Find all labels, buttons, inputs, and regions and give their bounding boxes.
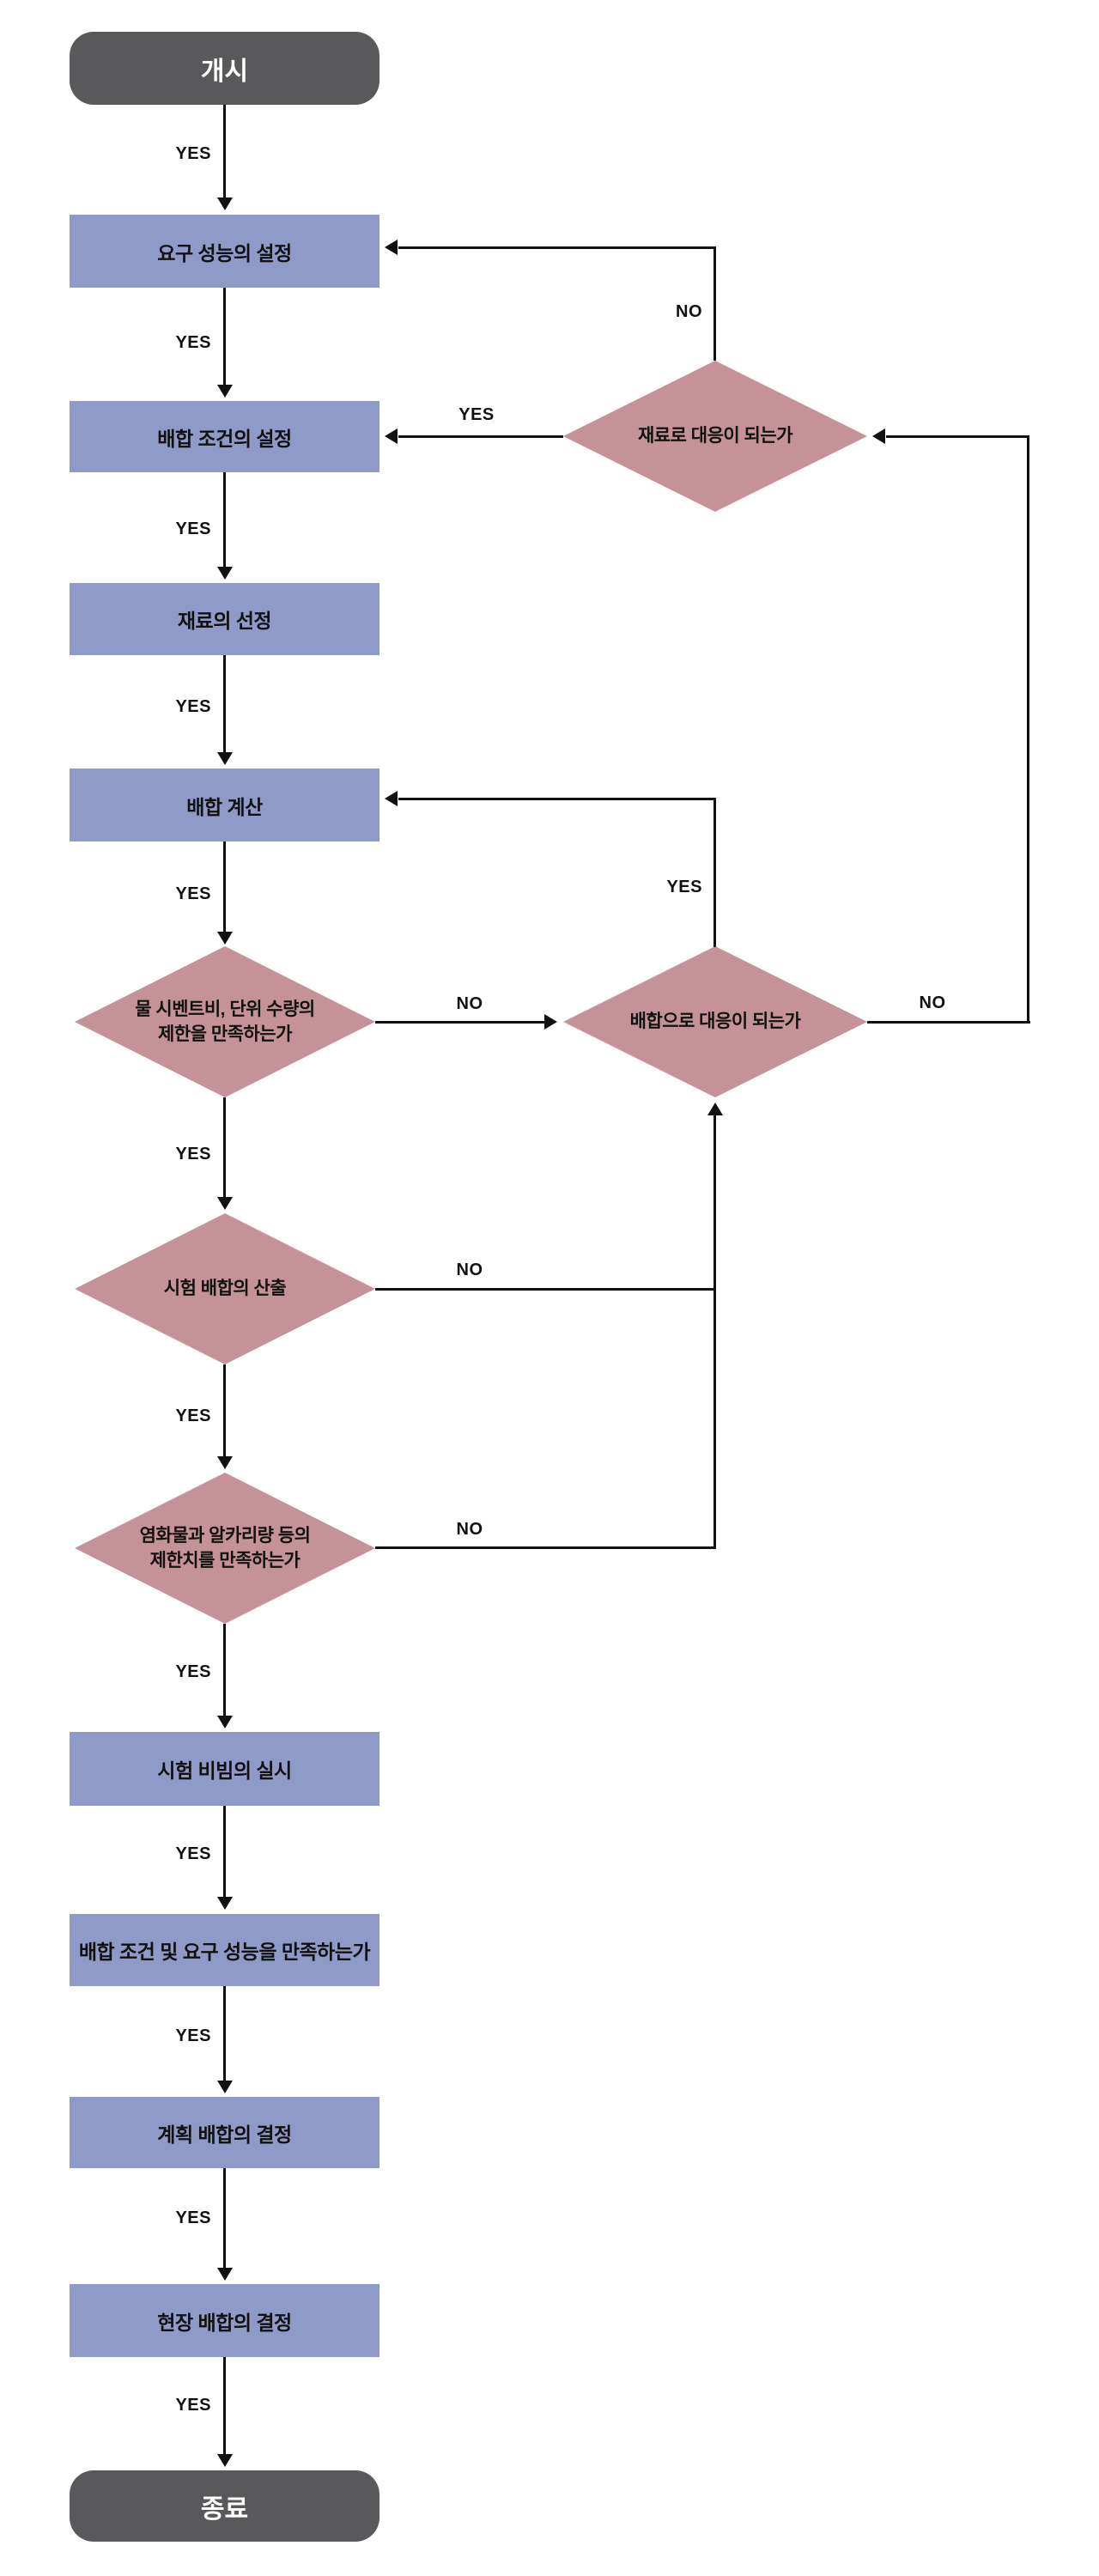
arrow-shaft xyxy=(223,1624,226,1716)
arrow-head xyxy=(385,240,398,255)
arrow-head xyxy=(385,428,398,444)
node-trial-mix-computation-label: 시험 배합의 산출 xyxy=(163,1279,287,1299)
arrow-head xyxy=(544,1014,557,1030)
arrow-head xyxy=(872,428,885,444)
node-trial-mixing-label: 시험 비빔의 실시 xyxy=(157,1759,292,1782)
edge-label-mix-respond-no: NO xyxy=(919,993,946,1012)
node-set-required-performance-label: 요구 성능의 설정 xyxy=(157,241,292,264)
edge-label-trial-mixing-to-satisfy-check: YES xyxy=(175,1844,211,1863)
edge-label-calculation-to-wc-check: YES xyxy=(175,884,211,903)
edge-label-start-to-required: YES xyxy=(175,144,211,163)
node-trial-mix-computation: 시험 배합의 산출 xyxy=(75,1213,375,1364)
arrow-head xyxy=(217,752,233,765)
node-mix-condition-performance-check-label: 배합 조건 및 요구 성능을 만족하는가 xyxy=(78,1941,371,1963)
arrow-shaft xyxy=(398,435,563,438)
arrow-shaft xyxy=(223,1097,226,1197)
arrow-shaft xyxy=(223,472,226,567)
node-planned-mix-decision-label: 계획 배합의 결정 xyxy=(157,2123,292,2146)
arrow-shaft xyxy=(375,1546,716,1549)
node-trial-mixing: 시험 비빔의 실시 xyxy=(70,1732,379,1806)
arrow-head xyxy=(217,932,233,945)
arrow-shaft xyxy=(375,1288,716,1291)
arrow-head xyxy=(217,2454,233,2467)
arrow-head xyxy=(217,2081,233,2093)
node-mix-respond-check-label: 배합으로 대응이 되는가 xyxy=(629,1012,801,1032)
edge-label-wc-check-to-trial-mix: YES xyxy=(175,1145,211,1163)
edge-label-chloride-check-to-trial-mixing: YES xyxy=(175,1662,211,1681)
arrow-shaft xyxy=(223,2357,226,2454)
arrow-shaft xyxy=(886,435,1029,438)
arrow-head xyxy=(217,197,233,210)
edge-label-trial-mix-no: NO xyxy=(456,1261,483,1279)
node-mix-respond-check: 배합으로 대응이 되는가 xyxy=(563,946,867,1097)
node-materials-respond-check: 재료로 대응이 되는가 xyxy=(563,361,867,512)
arrow-shaft xyxy=(1027,435,1029,1023)
edge-label-materials-to-calculation: YES xyxy=(175,697,211,716)
edge-label-wc-check-no: NO xyxy=(456,994,483,1013)
edge-label-materials-respond-no: NO xyxy=(676,302,702,321)
arrow-head xyxy=(217,1456,233,1469)
arrow-head xyxy=(217,2268,233,2281)
arrow-head xyxy=(217,1897,233,1910)
edge-label-trial-mix-to-chloride-check: YES xyxy=(175,1406,211,1425)
node-wc-ratio-limit-check-line1: 물 시벤트비, 단위 수량의 xyxy=(135,999,315,1019)
arrow-shaft xyxy=(223,655,226,752)
arrow-shaft xyxy=(223,841,226,932)
node-field-mix-decision-label: 현장 배합의 결정 xyxy=(157,2311,292,2334)
arrow-shaft xyxy=(867,1021,1030,1024)
arrow-head xyxy=(217,385,233,398)
node-start: 개시 xyxy=(70,32,379,105)
arrow-shaft xyxy=(223,288,226,385)
node-chloride-alkali-limit-check-line2: 제한치를 만족하는가 xyxy=(149,1551,301,1571)
node-chloride-alkali-limit-check: 염화물과 알카리량 등의 제한치를 만족하는가 xyxy=(75,1473,375,1624)
arrow-shaft xyxy=(223,1986,226,2081)
edge-label-mix-respond-yes: YES xyxy=(666,878,702,896)
node-end-label: 종료 xyxy=(200,2494,249,2524)
arrow-shaft xyxy=(223,2168,226,2268)
edge-label-conditions-to-materials: YES xyxy=(175,519,211,538)
node-mix-calculation-label: 배합 계산 xyxy=(186,795,263,818)
arrow-head xyxy=(217,567,233,580)
node-mix-condition-performance-check: 배합 조건 및 요구 성능을 만족하는가 xyxy=(70,1914,379,1986)
arrow-shaft xyxy=(713,798,716,947)
edge-label-materials-respond-yes: YES xyxy=(458,405,495,424)
node-set-required-performance: 요구 성능의 설정 xyxy=(70,215,379,288)
arrow-shaft xyxy=(375,1021,544,1024)
arrow-head xyxy=(385,791,398,806)
arrow-shaft xyxy=(223,1806,226,1897)
node-wc-ratio-limit-check: 물 시벤트비, 단위 수량의 제한을 만족하는가 xyxy=(75,946,375,1097)
arrow-head xyxy=(217,1197,233,1210)
arrow-shaft xyxy=(713,1115,716,1548)
node-planned-mix-decision: 계획 배합의 결정 xyxy=(70,2097,379,2168)
node-materials-respond-check-label: 재료로 대응이 되는가 xyxy=(637,426,793,447)
arrow-shaft xyxy=(713,247,716,361)
node-select-materials: 재료의 선정 xyxy=(70,583,379,655)
node-mix-calculation: 배합 계산 xyxy=(70,769,379,841)
arrow-shaft xyxy=(398,798,716,800)
node-field-mix-decision: 현장 배합의 결정 xyxy=(70,2284,379,2357)
node-set-mix-conditions-label: 배합 조건의 설정 xyxy=(157,427,292,450)
arrow-head xyxy=(707,1103,723,1115)
arrow-head xyxy=(217,1716,233,1728)
edge-label-satisfy-check-to-planned-mix: YES xyxy=(175,2026,211,2045)
node-wc-ratio-limit-check-line2: 제한을 만족하는가 xyxy=(158,1024,292,1044)
edge-label-chloride-check-no: NO xyxy=(456,1520,483,1539)
arrow-shaft xyxy=(223,105,226,197)
node-start-label: 개시 xyxy=(200,57,249,86)
node-select-materials-label: 재료의 선정 xyxy=(177,610,272,632)
node-chloride-alkali-limit-check-line1: 염화물과 알카리량 등의 xyxy=(139,1525,311,1546)
edge-label-required-to-conditions: YES xyxy=(175,333,211,352)
node-end: 종료 xyxy=(70,2470,379,2542)
arrow-shaft xyxy=(398,246,716,249)
arrow-shaft xyxy=(223,1364,226,1456)
node-set-mix-conditions: 배합 조건의 설정 xyxy=(70,401,379,472)
edge-label-planned-mix-to-field-mix: YES xyxy=(175,2208,211,2227)
edge-label-field-mix-to-end: YES xyxy=(175,2396,211,2415)
